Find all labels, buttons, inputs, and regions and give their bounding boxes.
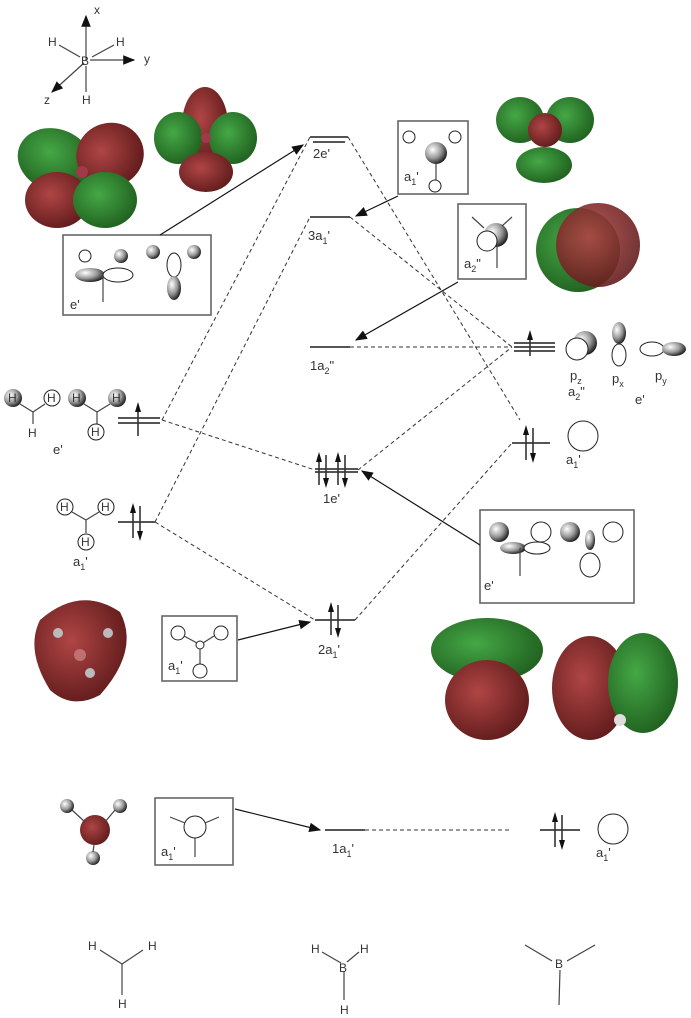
svg-text:H: H: [82, 93, 91, 107]
p-label-z: pz: [570, 368, 582, 386]
right-core-level: a1': [540, 812, 629, 863]
structure-bh3: B H H H: [311, 942, 369, 1017]
right-p-level: pz px py a2" e': [514, 322, 686, 407]
left-e-label: e': [53, 442, 63, 457]
level-label-1e: 1e': [323, 491, 340, 506]
orbital-render-2a1: [34, 600, 127, 702]
level-2e: 2e': [310, 136, 348, 161]
svg-text:H: H: [8, 391, 17, 405]
level-3a1: 3a1': [308, 216, 350, 246]
structure-b: B: [524, 944, 596, 1006]
arrow-to-1e: [360, 470, 481, 546]
level-label-2a1: 2a1': [318, 642, 340, 660]
left-a1-level: H H H a1': [56, 498, 155, 572]
orbital-render-1e-a: [431, 618, 543, 740]
box-e-right-label: e': [484, 578, 494, 593]
svg-text:H: H: [118, 997, 127, 1011]
structure-h3: H H H: [88, 939, 157, 1011]
box-a1-top-label: a1': [404, 169, 419, 187]
arrow-to-2e: [159, 144, 305, 236]
box-e-left: e': [62, 234, 212, 316]
level-2a1: 2a1': [315, 602, 355, 660]
level-1a2: 1a2": [310, 346, 350, 376]
right-e-label: e': [635, 392, 645, 407]
box-a1-low-label: a1': [161, 844, 176, 862]
box-a1-mid: a1': [161, 615, 238, 682]
box-a2-top-label: a2": [464, 256, 481, 274]
level-label-2e: 2e': [313, 146, 330, 161]
axis-label-z: z: [44, 93, 50, 107]
level-label-3a1: 3a1': [308, 228, 330, 246]
level-1e: 1e': [315, 452, 358, 506]
orbital-render-1e-b: [552, 633, 678, 740]
right-a2-label: a2": [568, 384, 585, 402]
svg-text:H: H: [47, 391, 56, 405]
svg-text:H: H: [28, 426, 37, 440]
axis-label-y: y: [144, 52, 150, 66]
level-label-1a1: 1a1': [332, 841, 354, 859]
box-a1-mid-label: a1': [168, 658, 183, 676]
svg-text:H: H: [101, 500, 110, 514]
orbital-render-3a1: [496, 97, 594, 183]
right-s-level: a1': [512, 420, 599, 470]
svg-text:H: H: [116, 35, 125, 49]
right-s-label: a1': [566, 452, 581, 470]
svg-text:H: H: [48, 35, 57, 49]
correlation-lines: [154, 136, 521, 831]
svg-text:B: B: [555, 957, 563, 971]
svg-text:H: H: [81, 535, 90, 549]
axes-key: x y z B H H H: [44, 3, 150, 107]
svg-text:H: H: [91, 425, 100, 439]
p-label-x: px: [612, 371, 624, 389]
box-a2-top: a2": [457, 203, 527, 280]
svg-text:H: H: [112, 391, 121, 405]
axis-label-x: x: [94, 3, 100, 17]
box-e-right: e': [479, 509, 635, 604]
svg-text:H: H: [340, 1003, 349, 1017]
arrow-to-1a1: [234, 808, 322, 833]
p-label-y: py: [655, 368, 667, 386]
arrow-to-2a1: [237, 619, 312, 641]
axis-center-atom: B: [81, 54, 89, 68]
z-axis-arrow: [51, 62, 85, 93]
svg-text:H: H: [72, 391, 81, 405]
arrow-to-1a2: [354, 281, 459, 341]
orbital-render-1a1: [60, 799, 127, 865]
svg-text:H: H: [88, 939, 97, 953]
svg-text:H: H: [60, 500, 69, 514]
box-a1-top: a1': [397, 120, 469, 195]
orbital-render-2e-a: [17, 122, 144, 228]
level-label-1a2: 1a2": [310, 358, 334, 376]
box-a1-low: a1': [154, 797, 234, 866]
left-e-level: H H H H H H e': [4, 389, 160, 457]
arrow-to-3a1: [354, 195, 399, 217]
svg-text:H: H: [148, 939, 157, 953]
svg-text:H: H: [360, 942, 369, 956]
box-e-left-label: e': [70, 297, 80, 312]
orbital-render-2e-b: [154, 87, 257, 192]
svg-text:B: B: [339, 961, 347, 975]
right-core-label: a1': [596, 845, 611, 863]
level-1a1: 1a1': [325, 829, 365, 859]
svg-text:H: H: [311, 942, 320, 956]
left-a1-label: a1': [73, 554, 88, 572]
orbital-render-1a2: [536, 203, 640, 292]
